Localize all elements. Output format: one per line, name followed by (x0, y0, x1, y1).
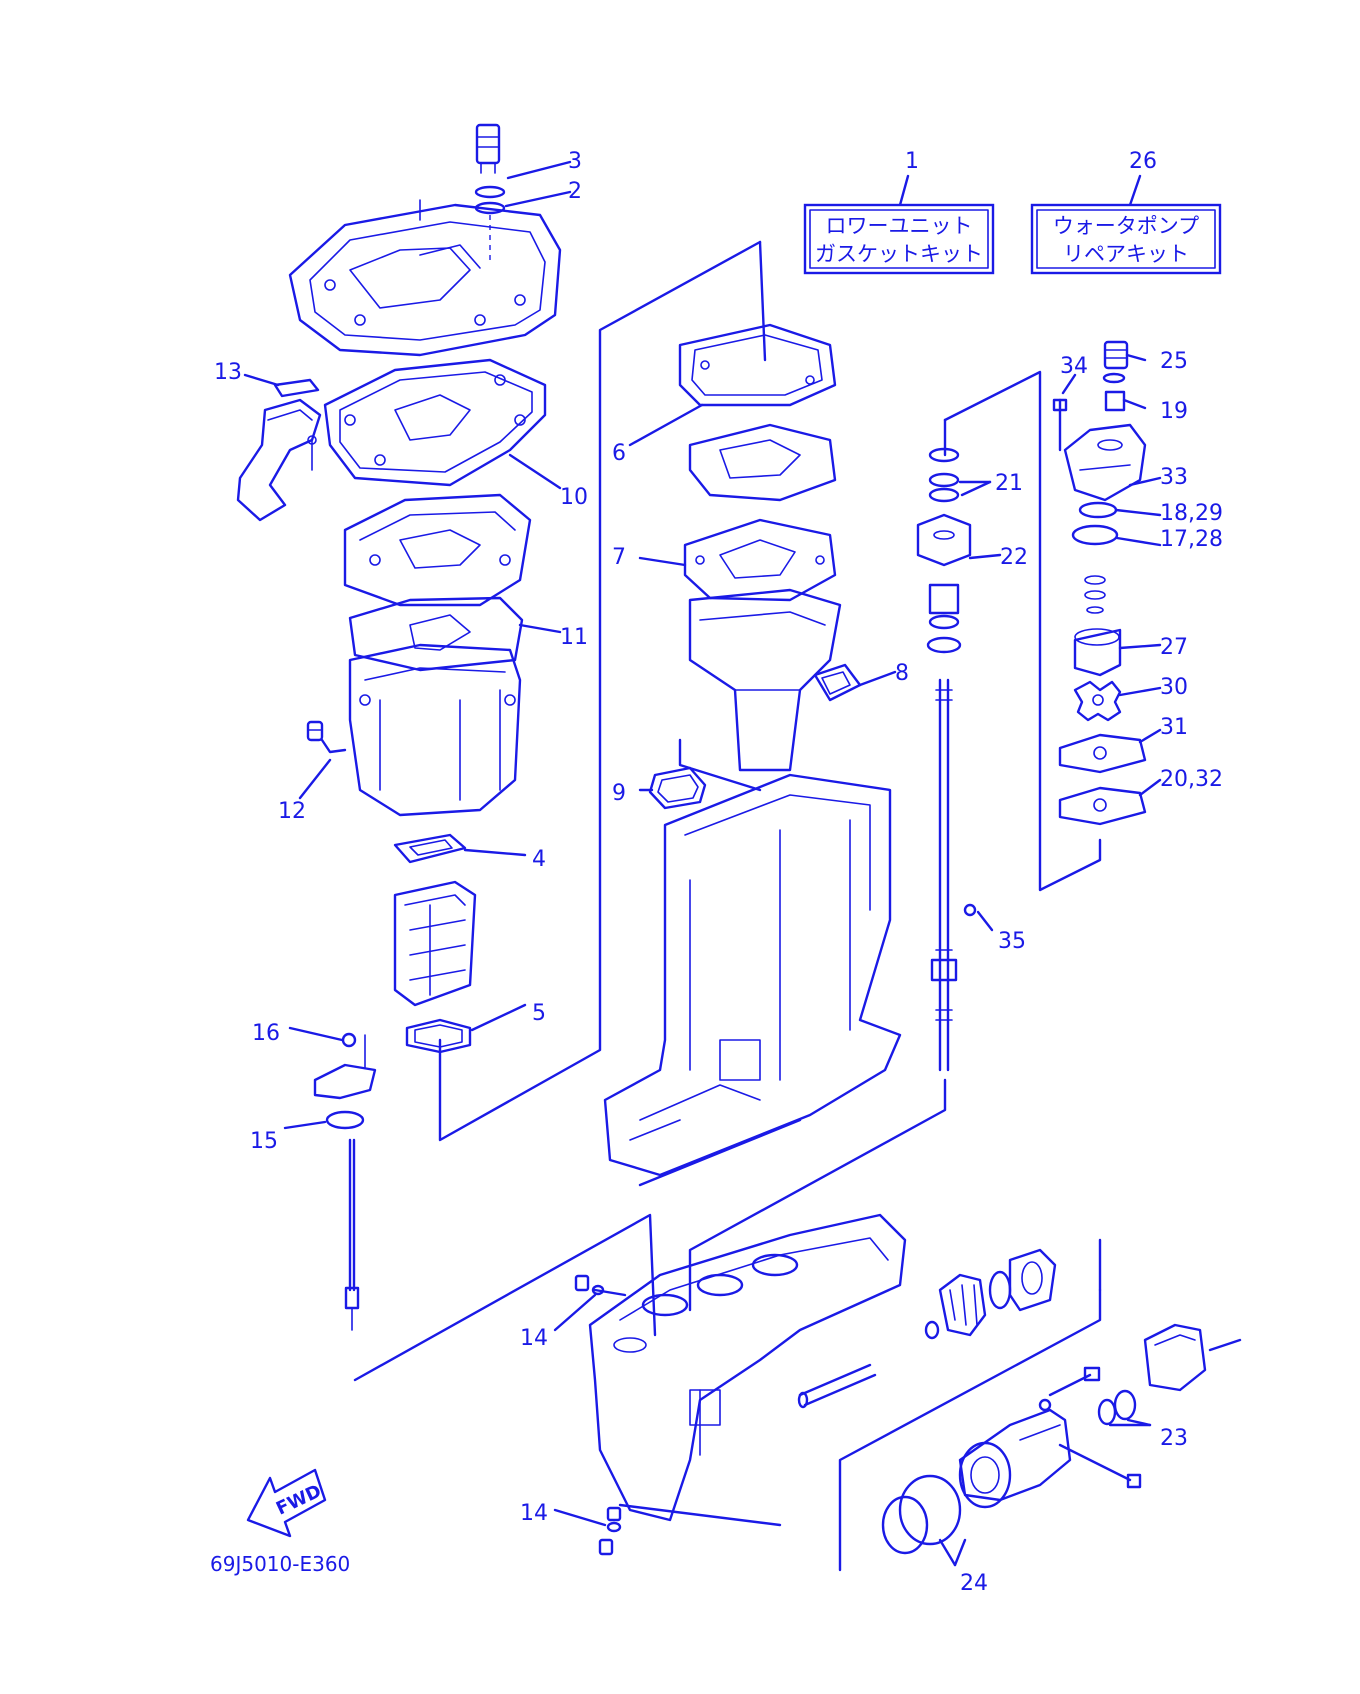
kit-box-lower-unit-gasket[interactable]: 1 ロワーユニット ガスケットキット (803, 149, 995, 275)
gasket-part-13[interactable] (243, 373, 320, 398)
label-16: 16 (252, 1021, 280, 1046)
label-24: 24 (960, 1571, 988, 1596)
label-21: 21 (995, 471, 1023, 496)
muffler-upper[interactable] (348, 643, 522, 817)
label-34: 34 (1060, 354, 1088, 379)
label-10: 10 (560, 485, 588, 510)
o-ring-part-15[interactable] (283, 1110, 365, 1130)
gasket-part-20-32[interactable] (1058, 778, 1162, 826)
bolt-part-34[interactable] (1052, 373, 1077, 452)
kit-number-1: 1 (905, 149, 919, 174)
label-15: 15 (250, 1129, 278, 1154)
label-6: 6 (612, 441, 626, 466)
spacer-ring[interactable] (924, 1320, 940, 1340)
label-13: 13 (214, 360, 242, 385)
lower-casing-bolts[interactable] (574, 1274, 627, 1556)
label-3: 3 (568, 149, 582, 174)
upper-casing[interactable] (288, 199, 562, 357)
exhaust-muffler-lower[interactable] (393, 880, 477, 1007)
kit-26-line2: リペアキット (1063, 242, 1189, 266)
fwd-arrow-icon: FWD (246, 1468, 327, 1538)
label-25: 25 (1160, 349, 1188, 374)
label-17-28: 17,28 (1160, 527, 1223, 552)
label-14-bottom: 14 (520, 1501, 548, 1526)
drain-plug-part-3[interactable] (475, 123, 572, 180)
o-ring-part-2[interactable] (474, 185, 572, 260)
label-2: 2 (568, 179, 582, 204)
o-ring-part-18-29[interactable] (1078, 501, 1162, 519)
drive-shaft-housing[interactable] (603, 773, 902, 1187)
label-20-32: 20,32 (1160, 767, 1223, 792)
gasket-part-6[interactable] (628, 323, 837, 447)
anode[interactable] (1143, 1323, 1242, 1392)
propeller-shaft-housing[interactable] (958, 1408, 1072, 1509)
gasket-part-5[interactable] (405, 1003, 527, 1054)
pump-plate-part-31[interactable] (1058, 728, 1162, 774)
gasket-part-7[interactable] (638, 518, 837, 602)
exhaust-manifold[interactable] (343, 493, 532, 607)
engine-mount-plate[interactable] (688, 423, 837, 502)
washer-part-14[interactable] (553, 1284, 622, 1533)
label-33: 33 (1160, 465, 1188, 490)
label-18-29: 18,29 (1160, 501, 1223, 526)
bevel-gear[interactable] (938, 1273, 987, 1337)
drawing-code: 69J5010-E360 (210, 1552, 350, 1576)
lower-casing[interactable] (588, 1213, 907, 1527)
bolt-part-12[interactable] (298, 720, 347, 800)
thrust-washer[interactable] (988, 1270, 1012, 1310)
label-14-top: 14 (520, 1326, 548, 1351)
exhaust-manifold-gasket-part-10[interactable] (323, 358, 562, 490)
impeller-part-30[interactable] (1073, 680, 1162, 722)
damper-part-8[interactable] (813, 663, 897, 702)
gasket-part-4[interactable] (393, 833, 527, 864)
propeller-shaft[interactable] (797, 1363, 877, 1409)
label-9: 9 (612, 781, 626, 806)
label-8: 8 (895, 661, 909, 686)
drive-shaft[interactable] (930, 678, 958, 1072)
pump-liner-part-27[interactable] (1073, 575, 1162, 677)
label-5: 5 (532, 1001, 546, 1026)
shift-rod-holder-part-16[interactable] (288, 1026, 377, 1100)
gasket-part-11[interactable] (348, 596, 562, 672)
o-ring-part-17-28[interactable] (1071, 524, 1162, 547)
circlip-part-35[interactable] (963, 903, 994, 932)
label-23: 23 (1160, 1426, 1188, 1451)
kit-1-line1: ロワーユニット (826, 214, 973, 238)
label-31: 31 (1160, 715, 1188, 740)
kit-box-water-pump-repair[interactable]: 26 ウォータポンプ リペアキット (1030, 149, 1222, 275)
o-ring-part-24[interactable] (881, 1474, 967, 1567)
label-35: 35 (998, 929, 1026, 954)
pump-housing[interactable] (1063, 423, 1162, 502)
label-11: 11 (560, 625, 588, 650)
housing-bolts[interactable] (1038, 1366, 1142, 1489)
kit-26-line1: ウォータポンプ (1053, 214, 1199, 238)
seal-part-9[interactable] (638, 766, 707, 810)
label-4: 4 (532, 847, 546, 872)
label-12: 12 (278, 799, 306, 824)
pump-insert-part-25[interactable] (1103, 340, 1147, 370)
upper-mount-housing[interactable] (688, 588, 842, 772)
label-19: 19 (1160, 399, 1188, 424)
oil-seal-part-23[interactable] (1097, 1389, 1152, 1427)
kit-1-line2: ガスケットキット (815, 242, 983, 266)
label-22: 22 (1000, 545, 1028, 570)
label-30: 30 (1160, 675, 1188, 700)
part-labels: 3 2 13 10 11 12 4 5 16 15 6 7 8 9 34 25 … (214, 149, 1223, 1596)
label-7: 7 (612, 545, 626, 570)
grommet-part-19[interactable] (1102, 372, 1147, 412)
label-27: 27 (1160, 635, 1188, 660)
assembly-brackets (353, 240, 1102, 1572)
exhaust-guide-left[interactable] (236, 398, 322, 522)
kit-number-26: 26 (1129, 149, 1157, 174)
shift-rod[interactable] (344, 1138, 360, 1331)
seal-part-21[interactable] (928, 447, 992, 503)
bearing[interactable] (1008, 1248, 1057, 1312)
oil-seal-housing-part-22[interactable] (916, 513, 1002, 654)
